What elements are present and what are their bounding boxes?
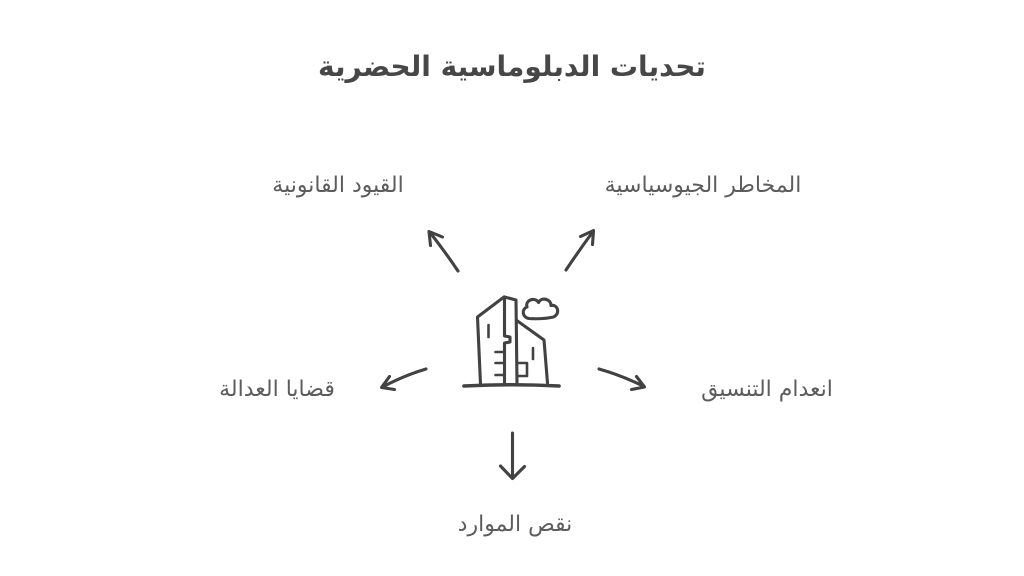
arrow-to-right-icon	[597, 367, 647, 392]
arrow-to-top-left-icon	[427, 229, 460, 273]
node-label-resource-shortage: نقص الموارد	[457, 512, 573, 537]
node-label-justice-issues: قضايا العدالة	[219, 377, 335, 402]
arrow-to-bottom-icon	[498, 431, 527, 481]
node-label-legal-constraints: القيود القانونية	[272, 173, 404, 198]
diagram-title: تحديات الدبلوماسية الحضرية	[318, 49, 706, 83]
city-buildings-with-cloud-icon	[462, 295, 561, 388]
node-label-geopolitical-risks: المخاطر الجيوسياسية	[604, 173, 802, 198]
arrow-to-top-right-icon	[564, 228, 596, 272]
node-label-lack-of-coordination: انعدام التنسيق	[701, 377, 833, 402]
arrow-to-left-icon	[379, 367, 428, 392]
